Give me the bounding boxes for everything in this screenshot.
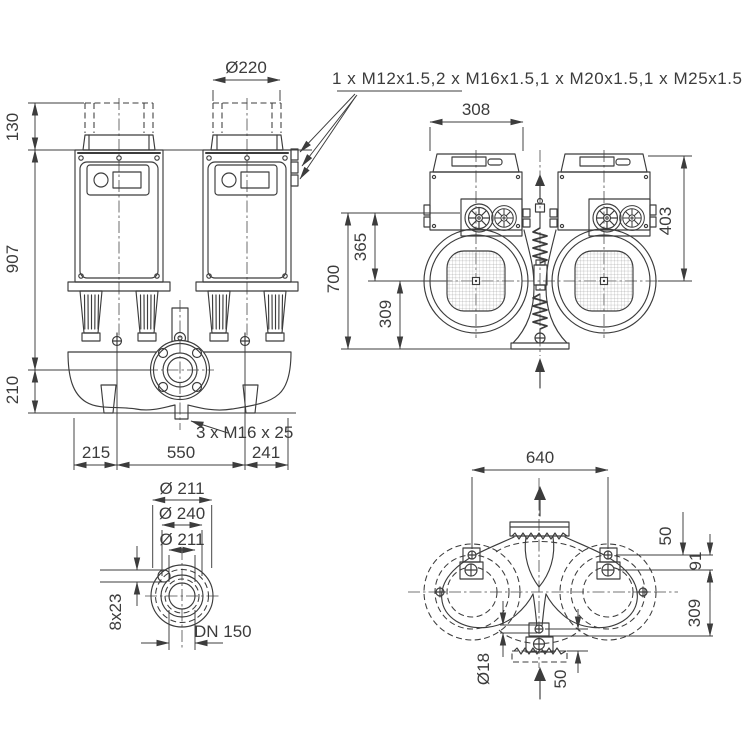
dim-dia-220: Ø220 bbox=[212, 58, 281, 101]
dim-label-130: 130 bbox=[3, 113, 22, 141]
dim-label-403: 403 bbox=[656, 207, 675, 235]
dim-50-bottom: 50 bbox=[545, 609, 588, 688]
dim-dia-stack: Ø 211 Ø 240 Ø 211 bbox=[152, 479, 213, 582]
flange-view: Ø 211 Ø 240 Ø 211 8x23 DN 150 bbox=[100, 479, 252, 650]
bolt-circle bbox=[154, 568, 210, 624]
note-drain-plugs: 3 x M16 x 25 bbox=[190, 420, 293, 442]
flow-arrow-up-top bbox=[535, 174, 545, 200]
side-view: 308 403 700 365 309 bbox=[324, 100, 692, 389]
cable-glands bbox=[290, 148, 299, 187]
dim-label-700: 700 bbox=[324, 265, 343, 293]
dim-640: 640 bbox=[471, 448, 609, 549]
front-view: Ø220 130 907 210 215 550 241 bbox=[3, 58, 742, 470]
dim-label-309-plan: 309 bbox=[685, 599, 704, 627]
dim-label-dia211b: Ø 211 bbox=[159, 530, 204, 549]
dim-label-241: 241 bbox=[252, 443, 280, 462]
discharge-flange-plan bbox=[511, 622, 568, 663]
dim-label-215: 215 bbox=[82, 443, 110, 462]
foundation-bolts bbox=[434, 547, 649, 598]
note-plug-label: 3 x M16 x 25 bbox=[196, 423, 293, 442]
dim-label-dia211a: Ø 211 bbox=[159, 479, 204, 498]
dim-label-8x23: 8x23 bbox=[106, 594, 125, 631]
dim-308: 308 bbox=[429, 100, 524, 151]
left-foot bbox=[100, 384, 117, 414]
dim-label-365: 365 bbox=[351, 233, 370, 261]
side-tabs bbox=[423, 204, 657, 228]
dim-dn150: DN 150 bbox=[141, 610, 252, 650]
dim-width-chain: 215 550 241 bbox=[73, 346, 289, 470]
flow-arrow-plan-top bbox=[534, 486, 546, 517]
dim-label-50-top: 50 bbox=[656, 527, 675, 546]
dim-label-907: 907 bbox=[3, 245, 22, 273]
dim-label-309-side: 309 bbox=[376, 300, 395, 328]
dim-label-dia240: Ø 240 bbox=[159, 504, 205, 523]
dim-403: 403 bbox=[648, 155, 692, 282]
dim-right-chain: 50 91 309 bbox=[547, 512, 714, 637]
front-flange bbox=[146, 300, 214, 430]
dim-label-640: 640 bbox=[526, 448, 554, 467]
dim-8x23: 8x23 bbox=[100, 546, 166, 630]
flap-valve-assembly bbox=[532, 197, 548, 344]
plan-view: 640 50 91 309 Ø18 bbox=[408, 448, 714, 700]
dim-label-dia18: Ø18 bbox=[474, 653, 493, 685]
dim-dia18: Ø18 bbox=[474, 601, 537, 685]
dim-height-chain: 130 907 210 bbox=[3, 102, 312, 414]
suction-flange-plan bbox=[509, 521, 570, 540]
flange-outer-circle bbox=[150, 564, 214, 628]
dim-700-365-309: 700 365 309 bbox=[324, 212, 511, 350]
flow-arrow-plan-bottom bbox=[534, 667, 546, 700]
dim-label-308: 308 bbox=[462, 100, 490, 119]
gland-note-label: 1 x M12x1.5,2 x M16x1.5,1 x M20x1.5,1 x … bbox=[332, 69, 742, 88]
note-cable-glands: 1 x M12x1.5,2 x M16x1.5,1 x M20x1.5,1 x … bbox=[299, 69, 742, 180]
dim-label-550: 550 bbox=[167, 443, 195, 462]
dim-label-50-bottom: 50 bbox=[551, 670, 570, 689]
flow-arrow-up-bottom bbox=[535, 358, 545, 389]
dim-label-dia220: Ø220 bbox=[225, 58, 267, 77]
dim-label-210: 210 bbox=[3, 376, 22, 404]
dim-label-91: 91 bbox=[686, 552, 705, 571]
dim-label-dn150: DN 150 bbox=[194, 622, 252, 641]
